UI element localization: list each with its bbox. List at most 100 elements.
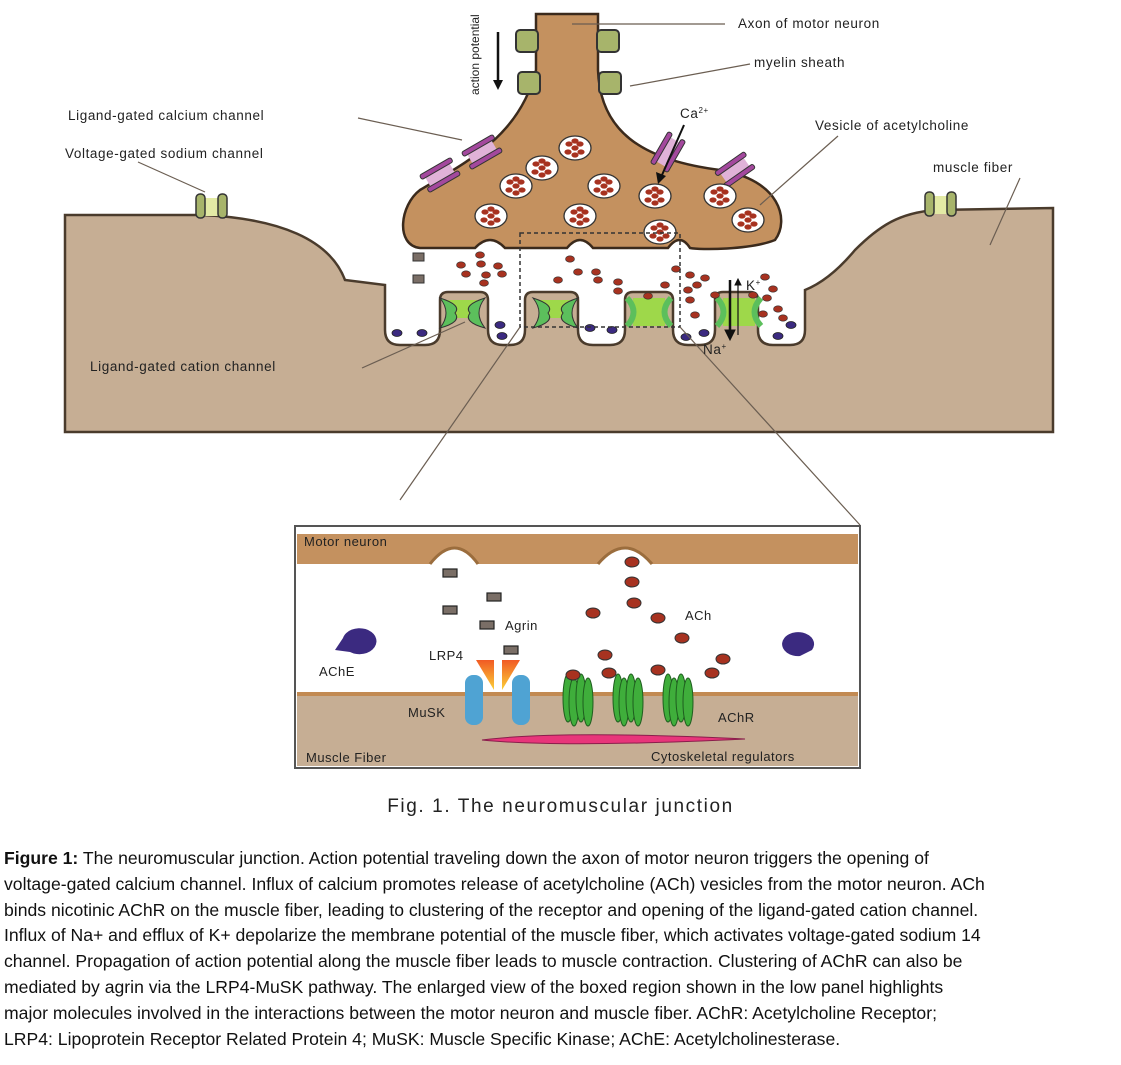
achr-channel-1 bbox=[438, 297, 487, 329]
ach-molecule bbox=[565, 669, 581, 681]
ach-molecule bbox=[553, 276, 563, 284]
myelin-sheath-right-2 bbox=[598, 71, 622, 95]
ach-molecule bbox=[476, 260, 486, 268]
myelin-sheath-right-1 bbox=[596, 29, 620, 53]
caption-line: binds nicotinic AChR on the muscle fiber… bbox=[4, 899, 979, 920]
enlarged-region-box bbox=[519, 232, 681, 328]
muscle-fiber bbox=[63, 206, 1055, 434]
ach-molecule bbox=[613, 287, 623, 295]
ache-enzyme-right bbox=[782, 632, 815, 657]
ach-vesicle bbox=[499, 173, 533, 199]
ach-molecule bbox=[593, 276, 603, 284]
ach-molecule bbox=[692, 281, 702, 289]
cation-channel-open-2 bbox=[714, 295, 764, 329]
label-potassium-ion: K+ bbox=[746, 278, 761, 293]
ach-molecule bbox=[685, 271, 695, 279]
ach-molecule bbox=[690, 311, 700, 319]
inset-label-agrin: Agrin bbox=[505, 618, 538, 633]
ach-molecule bbox=[704, 667, 720, 679]
inset-label-cytoskeletal: Cytoskeletal regulators bbox=[651, 749, 795, 764]
ion-flux-arrows bbox=[724, 277, 742, 342]
caption-label: Figure 1: bbox=[4, 848, 79, 868]
ach-molecule bbox=[748, 291, 758, 299]
ach-molecule bbox=[683, 286, 693, 294]
lrp4-left bbox=[476, 660, 494, 690]
ach-molecule bbox=[643, 292, 653, 300]
ach-vesicle bbox=[525, 155, 559, 181]
calcium-channel-2 bbox=[461, 134, 503, 170]
ach-molecule bbox=[497, 270, 507, 278]
label-sodium-ion: Na+ bbox=[703, 342, 727, 357]
caption-line: Influx of Na+ and efflux of K+ depolariz… bbox=[4, 925, 981, 946]
ach-molecule bbox=[650, 664, 666, 676]
caption-line: channel. Propagation of action potential… bbox=[4, 951, 963, 972]
ach-vesicle bbox=[731, 207, 765, 233]
agrin-particles bbox=[412, 252, 425, 284]
myelin-sheath-left-1 bbox=[515, 29, 539, 53]
caption-line: The neuromuscular junction. Action poten… bbox=[78, 848, 929, 868]
ach-molecule bbox=[715, 653, 731, 665]
caption-line: mediated by agrin via the LRP4-MuSK path… bbox=[4, 976, 944, 997]
ach-molecule bbox=[626, 597, 642, 609]
lrp4-right bbox=[502, 660, 520, 690]
label-ligand-cation-channel: Ligand-gated cation channel bbox=[90, 359, 276, 374]
figure-caption: Figure 1: The neuromuscular junction. Ac… bbox=[4, 846, 1121, 1052]
ach-vesicle bbox=[703, 183, 737, 209]
achr-receptor-cluster bbox=[662, 673, 694, 727]
ache-enzyme-left bbox=[335, 628, 377, 655]
ach-molecule bbox=[481, 271, 491, 279]
label-calcium-ion: Ca2+ bbox=[680, 106, 709, 121]
ach-vesicle bbox=[587, 173, 621, 199]
ach-molecule bbox=[493, 262, 503, 270]
ach-molecule bbox=[456, 261, 466, 269]
ach-molecule bbox=[461, 270, 471, 278]
ach-molecule bbox=[591, 268, 601, 276]
ach-molecule bbox=[573, 268, 583, 276]
ach-molecule bbox=[685, 296, 695, 304]
ach-molecule bbox=[758, 310, 768, 318]
ach-molecule bbox=[624, 556, 640, 568]
ach-molecules-cleft bbox=[456, 251, 788, 322]
calcium-channel-1 bbox=[419, 157, 461, 193]
label-voltage-sodium-channel: Voltage-gated sodium channel bbox=[65, 146, 263, 161]
inset-achr-clusters bbox=[562, 673, 694, 727]
ach-molecule bbox=[613, 278, 623, 286]
label-vesicle: Vesicle of acetylcholine bbox=[815, 118, 969, 133]
label-action-potential: action potential bbox=[468, 14, 482, 95]
inset-label-motor-neuron: Motor neuron bbox=[304, 534, 387, 549]
cytoskeletal-regulator bbox=[481, 734, 746, 745]
caption-line: voltage-gated calcium channel. Influx of… bbox=[4, 873, 985, 894]
ach-molecule bbox=[585, 607, 601, 619]
label-myelin-sheath: myelin sheath bbox=[754, 55, 845, 70]
achr-receptor-cluster bbox=[562, 673, 594, 727]
inset-label-ach: ACh bbox=[685, 608, 712, 623]
caption-line: major molecules involved in the interact… bbox=[4, 1002, 937, 1023]
figure-title: Fig. 1. The neuromuscular junction bbox=[387, 796, 734, 817]
calcium-channel-3 bbox=[650, 131, 686, 173]
ach-molecule bbox=[475, 251, 485, 259]
ach-molecule bbox=[597, 649, 613, 661]
cation-channel-open-1 bbox=[624, 295, 674, 329]
leader-lines bbox=[137, 23, 1021, 526]
ach-vesicle bbox=[643, 219, 677, 245]
musk-left bbox=[465, 675, 483, 725]
ach-molecule bbox=[650, 612, 666, 624]
label-axon: Axon of motor neuron bbox=[738, 16, 880, 31]
ach-molecule bbox=[700, 274, 710, 282]
musk-right bbox=[512, 675, 530, 725]
inset-label-musk: MuSK bbox=[408, 705, 445, 720]
ach-molecule bbox=[671, 265, 681, 273]
enlarged-view-panel bbox=[294, 525, 861, 769]
myelin-sheath-left-2 bbox=[517, 71, 541, 95]
voltage-gated-sodium-channel-right bbox=[924, 191, 957, 217]
ach-molecule bbox=[762, 294, 772, 302]
ach-molecule bbox=[710, 291, 720, 299]
ach-vesicle bbox=[558, 135, 592, 161]
ach-molecule bbox=[773, 305, 783, 313]
ach-molecule bbox=[768, 285, 778, 293]
ach-molecule bbox=[479, 279, 489, 287]
ach-molecule bbox=[660, 281, 670, 289]
inset-label-ache: AChE bbox=[319, 664, 355, 679]
ach-molecule bbox=[760, 273, 770, 281]
calcium-influx-arrow bbox=[656, 124, 685, 184]
